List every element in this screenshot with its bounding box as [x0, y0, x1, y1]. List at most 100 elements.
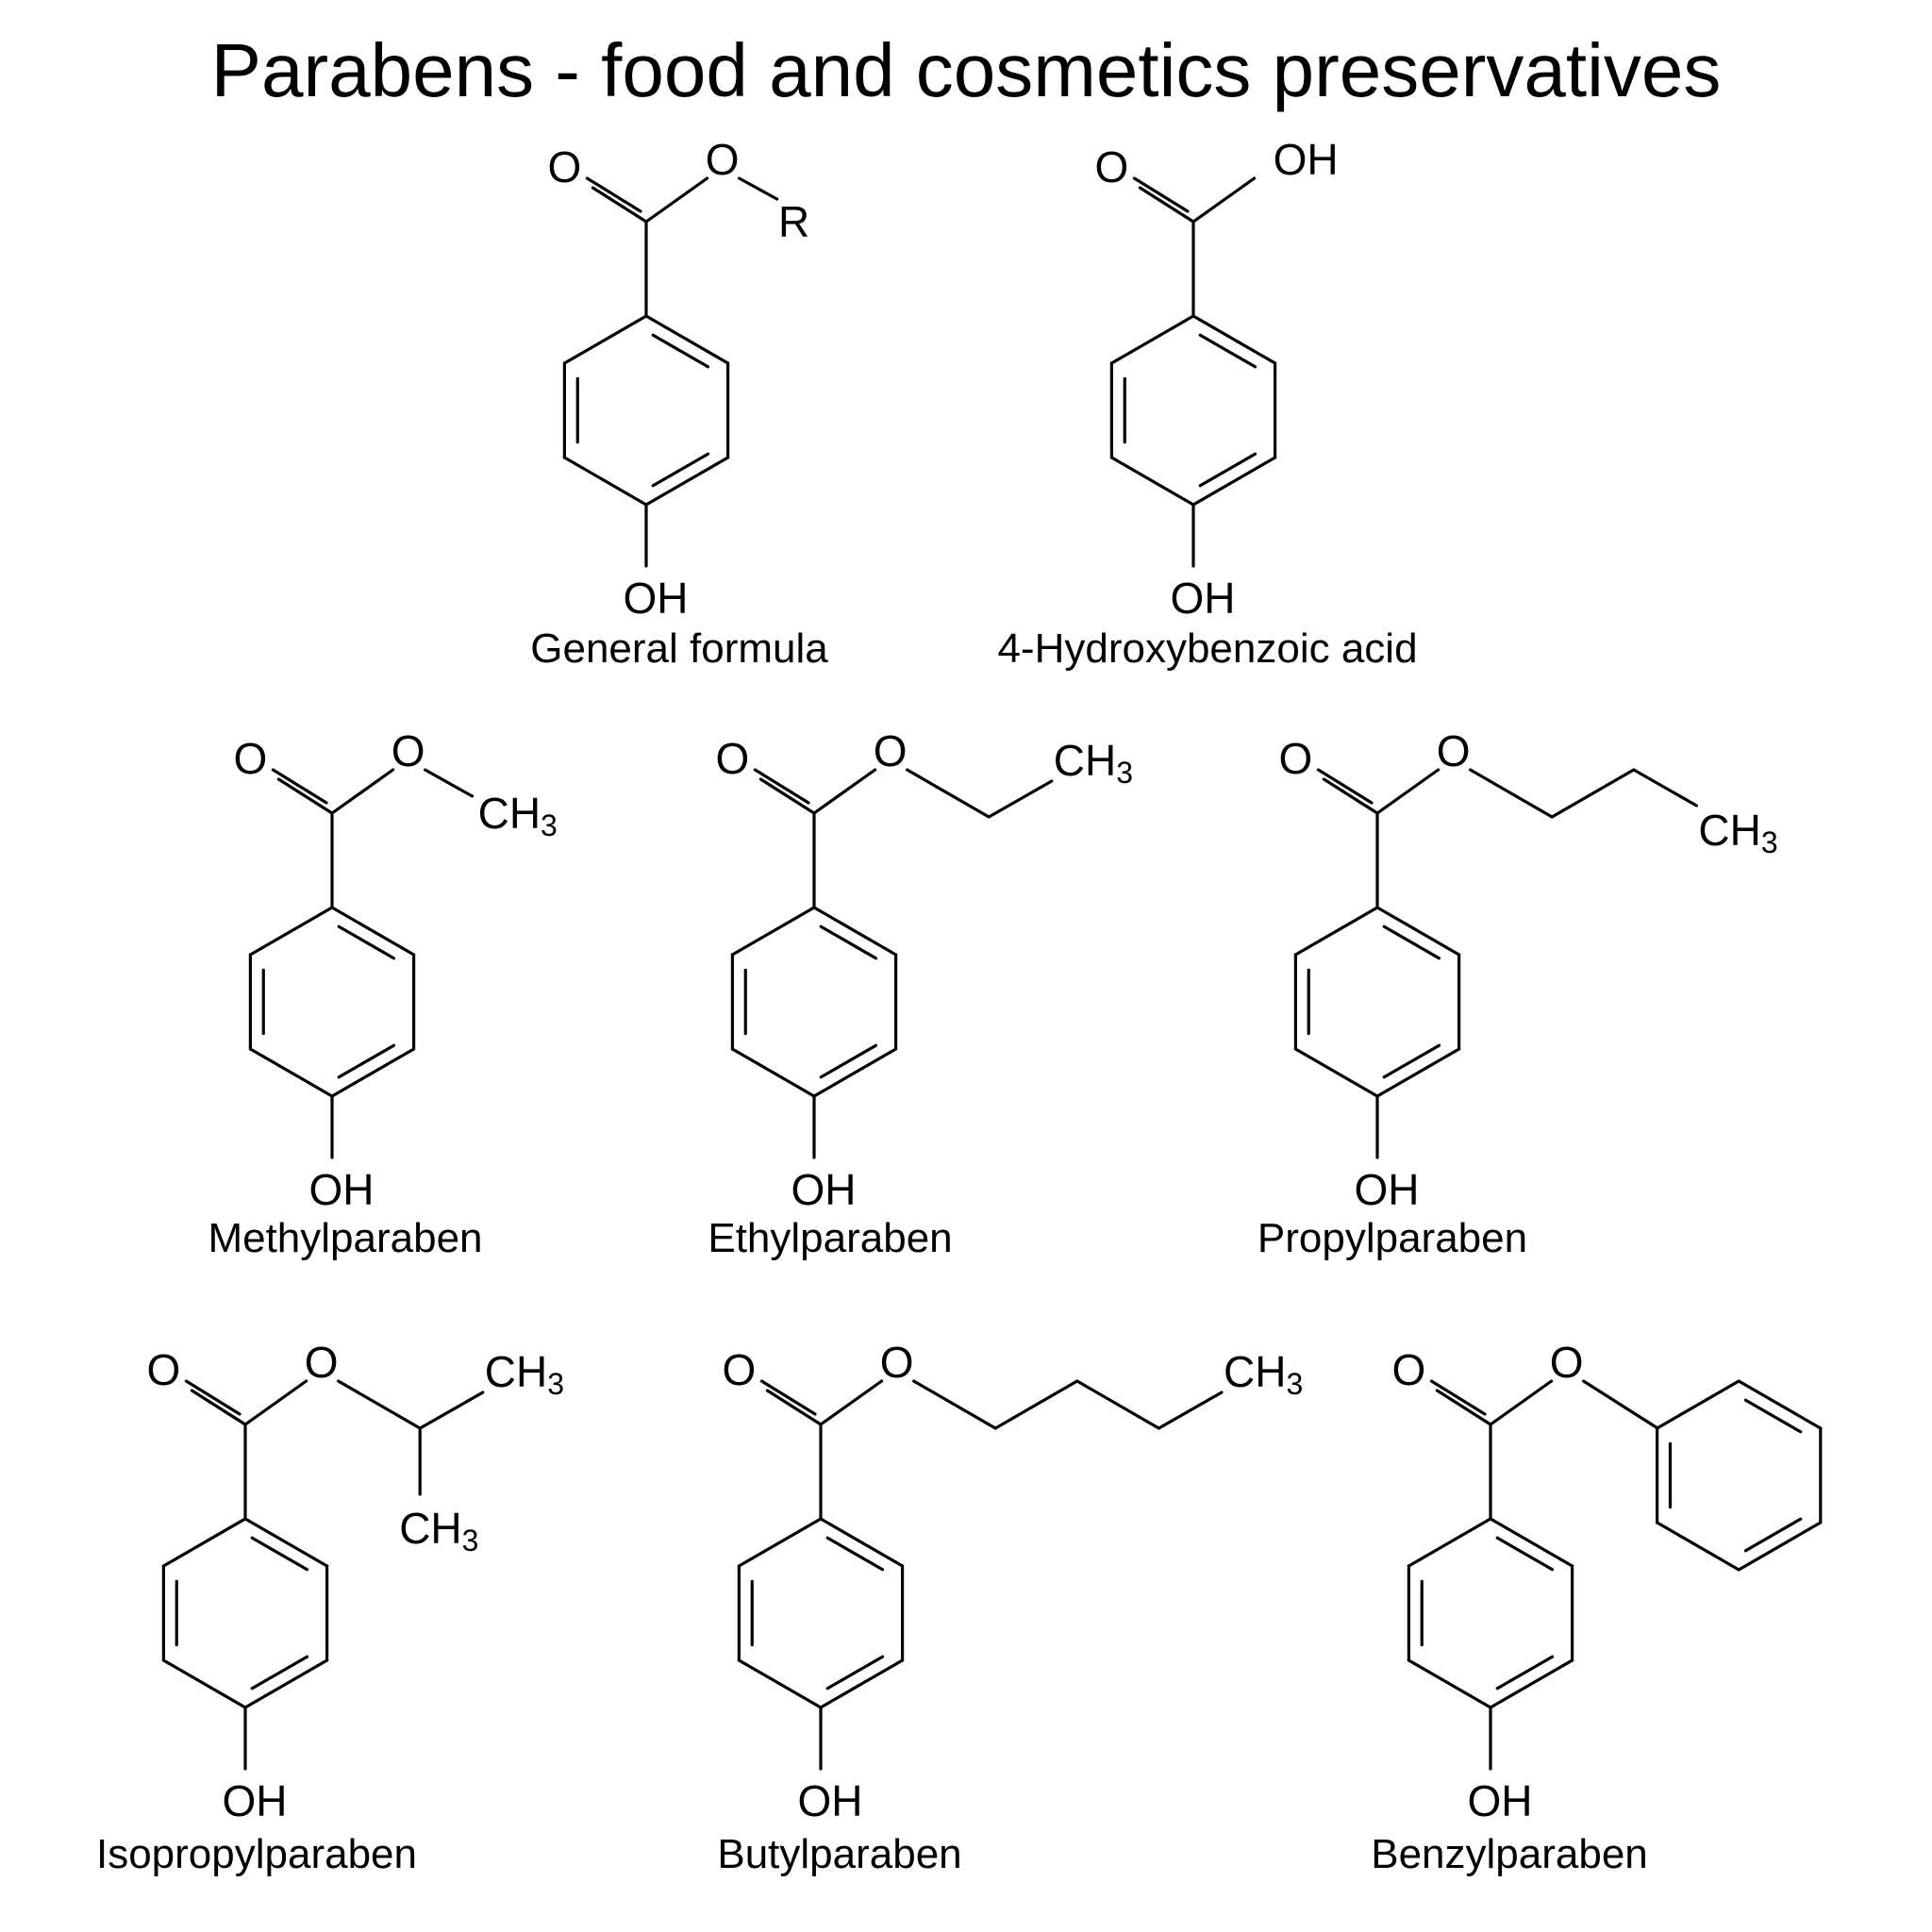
methyl-group-label: CH3: [1054, 736, 1133, 790]
ester-oxygen-label: O: [391, 726, 425, 775]
benzene-ring-double-bond: [825, 1536, 885, 1572]
benzene-ring-double-bond: [1198, 333, 1257, 369]
benzene-ring-bond: [1407, 1517, 1492, 1568]
benzene-ring-bond: [819, 1658, 905, 1709]
hydroxyl-label: OH: [624, 574, 689, 623]
phenyl-bond: [1582, 1379, 1659, 1430]
benzene-ring-bond: [644, 456, 730, 507]
hydroxyl-label: OH: [223, 1776, 288, 1825]
methyl-group-label: CH3: [1698, 806, 1777, 859]
phenyl-ring-bond: [1656, 1379, 1740, 1430]
phenyl-ring-bond: [1737, 1521, 1823, 1572]
benzene-ring-bond: [330, 1047, 416, 1098]
benzene-ring-bond: [1375, 1047, 1461, 1098]
benzene-ring-bond: [562, 314, 648, 365]
carbonyl-bond: [1322, 777, 1379, 815]
ester-oxygen-label: O: [1437, 726, 1471, 775]
benzene-ring-bond: [248, 1047, 334, 1098]
carbonyl-double-bond: [759, 1379, 817, 1416]
phenyl-ring-double-bond: [1743, 1398, 1803, 1434]
carbonyl-bond: [1435, 1389, 1492, 1426]
methyl-group-label: CH3: [485, 1347, 564, 1401]
ethyl-bond: [906, 768, 991, 819]
benzene-ring-double-bond: [825, 1655, 885, 1690]
benzene-ring-bond: [730, 1047, 816, 1098]
carbonyl-oxygen-label: O: [1279, 734, 1313, 783]
benzene-ring-double-bond: [1495, 1536, 1555, 1572]
hydroxyl-label: OH: [1171, 574, 1236, 623]
molecule-name: Benzylparaben: [1371, 1831, 1648, 1877]
benzene-ring-double-bond: [250, 1536, 309, 1572]
carbonyl-double-bond: [1316, 768, 1374, 805]
molecule-name: Ethylparaben: [708, 1215, 952, 1261]
benzene-ring-double-bond: [1382, 1043, 1441, 1079]
hydroxyl-label: OH: [1468, 1776, 1533, 1825]
carbonyl-double-bond: [1429, 1379, 1487, 1416]
carbonyl-double-bond: [585, 176, 642, 213]
ester-bond: [1489, 1379, 1554, 1426]
benzene-ring-bond: [1191, 314, 1277, 365]
carbonyl-bond: [1138, 186, 1195, 224]
hydroxyl-label: OH: [798, 1776, 863, 1825]
carbonyl-oxygen-label: O: [1392, 1345, 1426, 1394]
ester-oxygen-label: O: [880, 1338, 914, 1387]
benzene-ring-bond: [161, 1658, 247, 1709]
benzene-ring-double-bond: [337, 924, 396, 960]
carbonyl-double-bond: [184, 1379, 242, 1416]
benzene-ring-bond: [330, 906, 416, 957]
carbonyl-oxygen-label: O: [1095, 142, 1129, 192]
ester-oxygen-label: O: [1550, 1338, 1584, 1387]
butyl-bond: [1157, 1391, 1224, 1430]
carbonyl-double-bond: [1132, 176, 1190, 213]
carbonyl-oxygen-label: O: [548, 142, 582, 192]
ester-bond: [1191, 176, 1257, 224]
isopropyl-bond: [418, 1391, 485, 1430]
r-bond: [738, 176, 779, 201]
carbonyl-oxygen-label: O: [147, 1345, 181, 1394]
benzene-ring-bond: [562, 456, 648, 507]
carbonyl-bond: [765, 1389, 823, 1426]
benzene-ring-bond: [248, 906, 334, 957]
methyl-group-label: CH3: [1224, 1347, 1303, 1401]
ester-bond: [330, 768, 395, 815]
methyl-bond: [424, 768, 475, 798]
propyl-bond: [1550, 768, 1636, 819]
benzene-ring-bond: [1489, 1658, 1574, 1709]
carbonyl-oxygen-label: O: [716, 734, 750, 783]
molecule-name: Isopropylparaben: [96, 1831, 417, 1877]
benzene-ring-bond: [730, 906, 816, 957]
benzene-ring-bond: [1293, 1047, 1379, 1098]
hydroxyl-label: OH: [1355, 1165, 1420, 1214]
benzene-ring-double-bond: [819, 924, 878, 960]
carbonyl-double-bond: [271, 768, 328, 805]
benzene-ring-bond: [737, 1517, 823, 1568]
benzene-ring-double-bond: [1198, 452, 1257, 488]
benzene-ring-double-bond: [1382, 924, 1441, 960]
benzene-ring-double-bond: [337, 1043, 396, 1079]
benzene-ring-double-bond: [651, 333, 710, 369]
hydroxyl-label: OH: [791, 1165, 857, 1214]
ester-bond: [243, 1379, 308, 1426]
carbonyl-bond: [758, 777, 816, 815]
methyl-group-label: CH3: [399, 1504, 478, 1557]
benzene-ring-bond: [819, 1517, 905, 1568]
molecule-benzyl: OH O O Benzylparaben: [1371, 1338, 1823, 1877]
ester-oxygen-label: O: [874, 726, 908, 775]
benzene-ring-bond: [812, 1047, 898, 1098]
carbonyl-bond: [276, 777, 334, 815]
benzene-ring-double-bond: [250, 1655, 309, 1690]
carbonyl-oxygen-label: O: [723, 1345, 757, 1394]
benzene-ring-bond: [1109, 456, 1195, 507]
benzene-ring-bond: [1489, 1517, 1574, 1568]
benzene-ring-bond: [243, 1658, 329, 1709]
ethyl-bond: [987, 779, 1054, 819]
ester-bond: [1375, 768, 1441, 815]
ester-bond: [819, 1379, 884, 1426]
ester-oxygen-label: O: [706, 135, 740, 184]
